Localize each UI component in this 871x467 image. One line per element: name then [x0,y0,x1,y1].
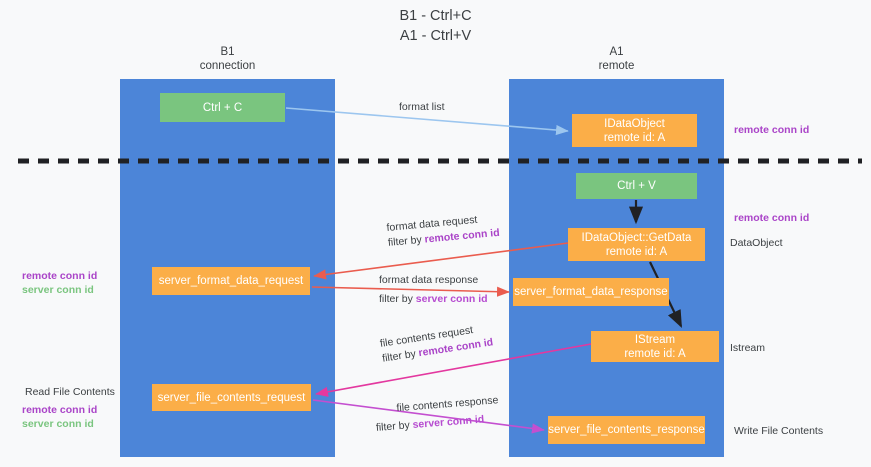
edge-file-contents-response [312,399,545,434]
edge-format-data-request [313,242,569,280]
filter-prefix: filter by [379,293,416,305]
node-server-file-contents-response[interactable]: server_file_contents_response [548,416,705,444]
title-line-2: A1 - Ctrl+V [399,28,472,44]
node-server-format-data-request[interactable]: server_format_data_request [152,267,310,295]
filter-prefix: filter by [381,347,420,365]
node-idataobject-top-subtitle: remote id: A [603,131,666,144]
annotation-left-server-conn-id-bottom: server conn id [22,418,94,430]
diagram-title: B1 - Ctrl+C A1 - Ctrl+V [0,6,871,46]
annotation-right-istream: Istream [730,342,766,354]
node-server-format-data-request-label: server_format_data_request [158,275,304,287]
node-ctrl-c-label: Ctrl + C [202,101,243,114]
annotation-left-read-file-contents: Read File Contents [25,386,115,398]
filter-prefix: filter by [375,419,414,434]
node-idataobject-top[interactable]: IDataObject remote id: A [572,114,697,147]
edge-format-list [285,107,569,136]
node-getdata-title: IDataObject::GetData [581,231,692,244]
node-istream-title: IStream [634,333,676,346]
node-server-file-contents-request-label: server_file_contents_request [157,391,306,404]
lane-a1-name: A1 [609,46,624,58]
edge-label-format-data-response-line2: filter by server conn id [379,292,488,307]
node-server-file-contents-request[interactable]: server_file_contents_request [152,384,311,411]
node-istream[interactable]: IStream remote id: A [591,331,719,362]
node-ctrl-c[interactable]: Ctrl + C [160,93,285,122]
filter-key-server-conn-id: server conn id [415,293,488,305]
annotation-left-server-conn-id-mid: server conn id [22,284,94,296]
lane-header-b1: B1 connection [120,45,335,73]
annotation-right-remote-conn-id-top: remote conn id [734,124,810,136]
edge-file-contents-request [315,343,592,397]
annotation-right-dataobject: DataObject [730,237,783,249]
annotation-left-remote-conn-id-bottom: remote conn id [22,404,98,416]
annotation-left-remote-conn-id-mid: remote conn id [22,270,98,282]
node-ctrl-v-label: Ctrl + V [617,180,656,192]
edge-label-format-data-response-line1: format data response [379,274,479,286]
node-idataobject-getdata[interactable]: IDataObject::GetData remote id: A [568,228,705,261]
edge-label-format-list: format list [399,101,445,113]
node-getdata-subtitle: remote id: A [605,245,668,258]
title-line-1: B1 - Ctrl+C [399,8,472,24]
lane-a1-role: remote [598,60,635,72]
node-ctrl-v[interactable]: Ctrl + V [576,173,697,199]
edge-format-data-response [311,286,510,297]
lane-b1-name: B1 [220,46,235,58]
filter-prefix: filter by [387,233,426,249]
node-server-format-data-response[interactable]: server_format_data_response [513,278,669,306]
annotation-right-remote-conn-id-mid: remote conn id [734,212,810,224]
node-server-file-contents-response-label: server_file_contents_response [548,424,705,436]
node-server-format-data-response-label: server_format_data_response [514,286,668,298]
edge-label-format-data-response: format data response filter by server co… [379,273,488,307]
node-idataobject-top-title: IDataObject [604,117,665,130]
node-istream-subtitle: remote id: A [624,347,686,360]
lane-b1-role: connection [199,60,256,72]
annotation-right-write-file-contents: Write File Contents [734,425,824,437]
lane-header-a1: A1 remote [509,45,724,73]
